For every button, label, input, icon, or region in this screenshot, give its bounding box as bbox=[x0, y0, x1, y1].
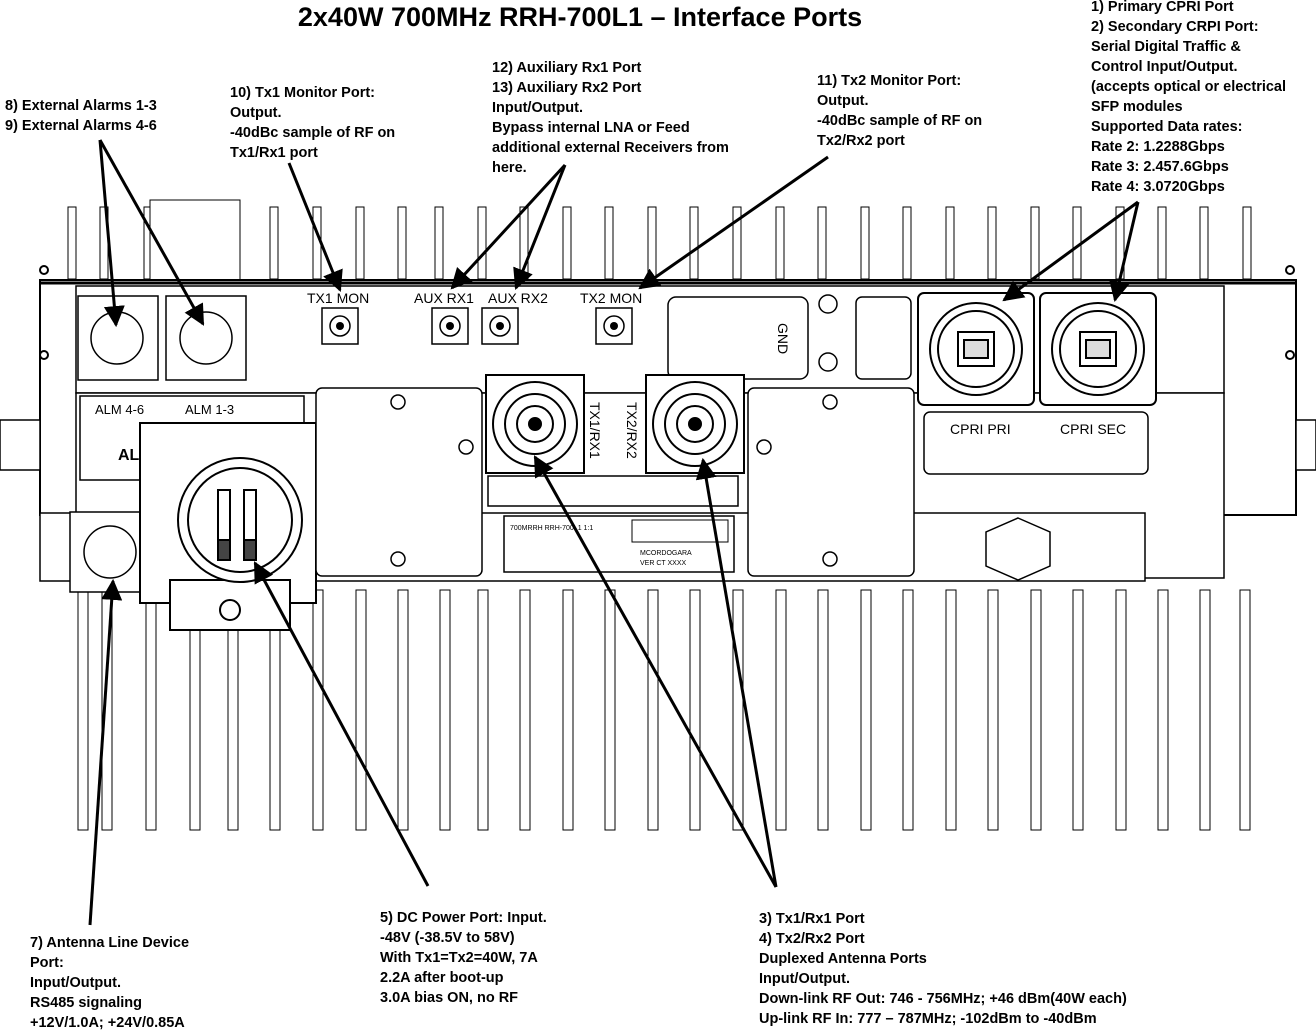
callout-line: (accepts optical or electrical bbox=[1091, 79, 1287, 95]
callout-line: 3.0A bias ON, no RF bbox=[380, 990, 519, 1006]
alm-partial-label: AL bbox=[118, 447, 140, 464]
callout-line: Output. bbox=[230, 105, 282, 121]
aux-rx2-label: AUX RX2 bbox=[488, 290, 548, 306]
callout-line: SFP modules bbox=[1091, 99, 1183, 115]
callout-antenna-ports: 3) Tx1/Rx1 Port 4) Tx2/Rx2 Port Duplexed… bbox=[759, 909, 1127, 1029]
callout-line: Rate 4: 3.0720Gbps bbox=[1091, 179, 1225, 195]
callout-line: 13) Auxiliary Rx2 Port bbox=[492, 80, 642, 96]
tx1-mon-port: TX1 MON bbox=[307, 290, 369, 345]
tx2-rx2-label: TX2/RX2 bbox=[624, 402, 640, 459]
callout-line: Input/Output. bbox=[492, 100, 583, 116]
callout-line: 2.2A after boot-up bbox=[380, 970, 504, 986]
callout-line: Supported Data rates: bbox=[1091, 119, 1243, 135]
alm-4-6-label: ALM 4-6 bbox=[95, 402, 144, 417]
cpri-pri-label: CPRI PRI bbox=[950, 421, 1011, 437]
plate-line-3: VER CT XXXX bbox=[640, 560, 686, 567]
callout-line: 10) Tx1 Monitor Port: bbox=[230, 85, 376, 101]
callout-auxiliary-ports: 12) Auxiliary Rx1 Port 13) Auxiliary Rx2… bbox=[492, 58, 729, 178]
callout-external-alarms: 8) External Alarms 1-3 9) External Alarm… bbox=[5, 96, 157, 136]
callout-line: Bypass internal LNA or Feed bbox=[492, 120, 690, 136]
callout-line: 12) Auxiliary Rx1 Port bbox=[492, 60, 642, 76]
callout-line: -40dBc sample of RF on bbox=[817, 113, 983, 129]
ground-hex-nut bbox=[985, 517, 1051, 581]
aux-rx1-label: AUX RX1 bbox=[414, 290, 474, 306]
plate-line-2: MCORDOGARA bbox=[640, 550, 692, 557]
callout-tx1-monitor: 10) Tx1 Monitor Port: Output. -40dBc sam… bbox=[230, 83, 395, 163]
callout-line: here. bbox=[492, 160, 527, 176]
callout-line: Output. bbox=[817, 93, 869, 109]
callout-line: 4) Tx2/Rx2 Port bbox=[759, 931, 865, 947]
callout-line: RS485 signaling bbox=[30, 995, 143, 1011]
tx2-rx2-antenna-port: TX2/RX2 bbox=[624, 374, 745, 474]
callout-line: -40dBc sample of RF on bbox=[230, 125, 396, 141]
callout-line: Port: bbox=[30, 955, 64, 971]
callout-line: 1) Primary CPRI Port bbox=[1091, 0, 1234, 15]
callout-line: Control Input/Output. bbox=[1091, 59, 1238, 75]
callout-line: Down-link RF Out: 746 - 756MHz; +46 dBm(… bbox=[759, 991, 1127, 1007]
plate-line-1: 700MRRH RRH-700L1 1:1 bbox=[510, 525, 593, 532]
top-fins bbox=[67, 199, 1252, 281]
cpri-sec-label: CPRI SEC bbox=[1060, 421, 1126, 437]
alarm-connector-1-3 bbox=[165, 295, 247, 381]
callout-cpri-ports: 1) Primary CPRI Port 2) Secondary CRPI P… bbox=[1091, 0, 1286, 197]
cpri-primary-port bbox=[917, 292, 1035, 406]
callout-line: Serial Digital Traffic & bbox=[1091, 39, 1241, 55]
callout-line: 9) External Alarms 4-6 bbox=[5, 118, 157, 134]
callout-line: Tx1/Rx1 port bbox=[230, 145, 318, 161]
callout-line: Up-link RF In: 777 – 787MHz; -102dBm to … bbox=[759, 1011, 1097, 1027]
aux-rx1-port: AUX RX1 bbox=[414, 290, 474, 345]
alarm-connector-4-6 bbox=[77, 295, 159, 381]
callout-line: 7) Antenna Line Device bbox=[30, 935, 190, 951]
callout-line: 8) External Alarms 1-3 bbox=[5, 98, 157, 114]
callout-line: Rate 2: 1.2288Gbps bbox=[1091, 139, 1225, 155]
callout-dc-power: 5) DC Power Port: Input. -48V (-38.5V to… bbox=[380, 908, 547, 1008]
dc-power-connector bbox=[139, 422, 317, 631]
gnd-label: GND bbox=[775, 323, 791, 354]
tx2-mon-label: TX2 MON bbox=[580, 290, 642, 306]
callout-line: Tx2/Rx2 port bbox=[817, 133, 905, 149]
bottom-fins bbox=[77, 589, 1251, 831]
callout-line: With Tx1=Tx2=40W, 7A bbox=[380, 950, 538, 966]
callout-tx2-monitor: 11) Tx2 Monitor Port: Output. -40dBc sam… bbox=[817, 71, 982, 151]
callout-line: 2) Secondary CRPI Port: bbox=[1091, 19, 1259, 35]
side-panels bbox=[315, 387, 915, 577]
callout-line: Duplexed Antenna Ports bbox=[759, 951, 927, 967]
callout-antenna-line-device: 7) Antenna Line Device Port: Input/Outpu… bbox=[30, 933, 189, 1033]
nameplate: 700MRRH RRH-700L1 1:1 MCORDOGARA VER CT … bbox=[503, 515, 735, 573]
alm-1-3-label: ALM 1-3 bbox=[185, 402, 234, 417]
callout-line: 11) Tx2 Monitor Port: bbox=[817, 73, 962, 89]
tx1-mon-label: TX1 MON bbox=[307, 290, 369, 306]
aux-rx2-port: AUX RX2 bbox=[481, 290, 548, 345]
tx1-rx1-label: TX1/RX1 bbox=[587, 402, 603, 459]
callout-line: +12V/1.0A; +24V/0.85A bbox=[30, 1015, 185, 1031]
diagram-title: 2x40W 700MHz RRH-700L1 – Interface Ports bbox=[297, 2, 863, 32]
callout-line: -48V (-38.5V to 58V) bbox=[380, 930, 515, 946]
tx2-mon-port: TX2 MON bbox=[580, 290, 642, 345]
callout-line: Input/Output. bbox=[30, 975, 121, 991]
callout-line: 5) DC Power Port: Input. bbox=[380, 910, 547, 926]
callout-line: 3) Tx1/Rx1 Port bbox=[759, 911, 865, 927]
callout-line: Input/Output. bbox=[759, 971, 850, 987]
ald-connector bbox=[69, 511, 151, 593]
callout-line: additional external Receivers from bbox=[492, 140, 729, 156]
cpri-label-plate: CPRI PRI CPRI SEC bbox=[923, 411, 1149, 475]
leader-arrows bbox=[88, 139, 1140, 926]
cpri-secondary-port bbox=[1039, 292, 1157, 406]
callout-line: Rate 3: 2.457.6Gbps bbox=[1091, 159, 1229, 175]
gnd-area: GND bbox=[667, 294, 912, 380]
